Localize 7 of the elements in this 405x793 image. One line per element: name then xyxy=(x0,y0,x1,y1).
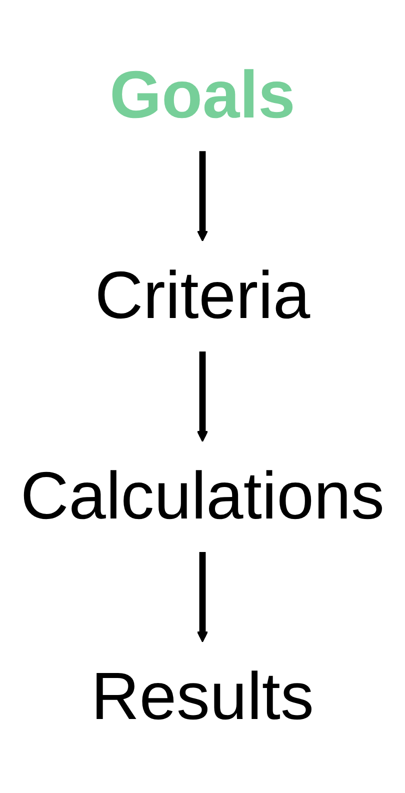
arrow xyxy=(196,552,208,642)
node-text: Criteria xyxy=(94,259,310,334)
node-text: Goals xyxy=(110,58,296,134)
arrow xyxy=(196,352,208,442)
node-text: Calculations xyxy=(20,459,384,534)
node-text: Results xyxy=(91,660,314,734)
arrow xyxy=(196,151,208,242)
